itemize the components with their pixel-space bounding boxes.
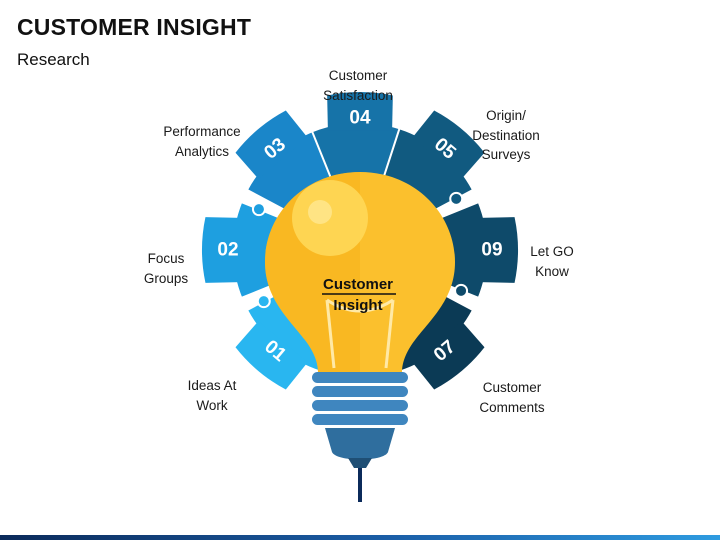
segment-number-04: 04 [349, 108, 371, 129]
segment-label-07: Customer Comments [479, 380, 545, 415]
center-label-line1: Customer [323, 276, 393, 293]
segment-label-01: Ideas At Work [187, 378, 237, 413]
page-subtitle: Research [17, 50, 90, 69]
lightbulb-icon [265, 172, 455, 502]
segment-label-09: Let GO Know [530, 244, 574, 279]
segment-label-04: Customer Satisfaction [323, 68, 393, 103]
segment-label-02: Focus Groups [143, 251, 189, 286]
footer-bar [0, 535, 720, 540]
segment-label-05: Origin/ Destination Surveys [472, 108, 540, 162]
segment-number-02: 02 [217, 240, 238, 261]
segment-label-03: Performance Analytics [163, 124, 241, 159]
segment-number-09: 09 [481, 240, 502, 261]
page-title: CUSTOMER INSIGHT [17, 14, 252, 40]
center-label-line2: Insight [333, 297, 382, 314]
